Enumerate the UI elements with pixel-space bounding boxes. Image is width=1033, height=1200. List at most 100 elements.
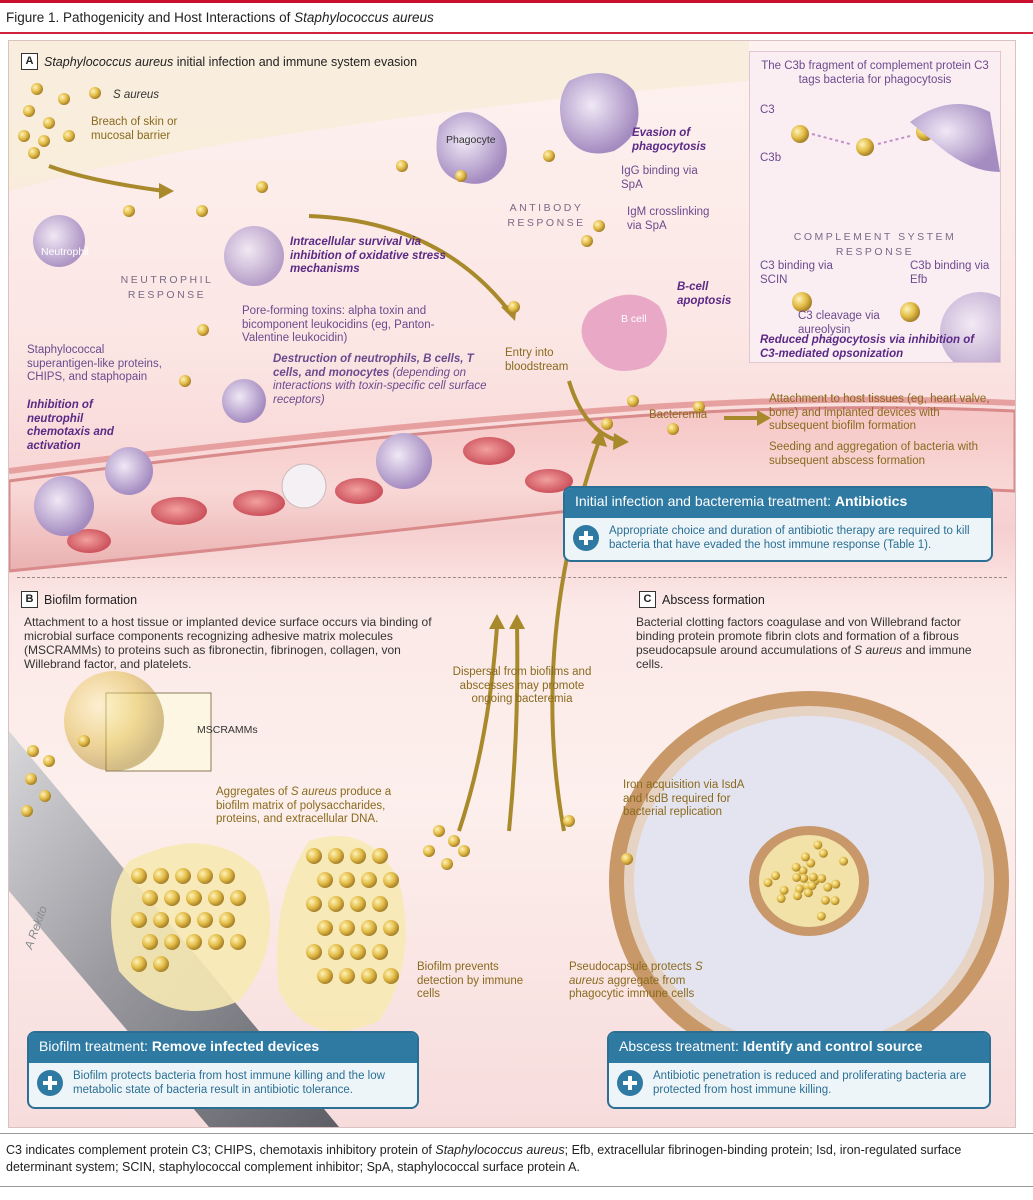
bacterium (771, 871, 781, 881)
bacterium (779, 885, 789, 895)
bacterium (25, 773, 37, 785)
mscramms-label: MSCRAMMs (197, 724, 258, 736)
bacterium (543, 150, 555, 162)
bacterium (693, 401, 705, 413)
bacterium (441, 858, 453, 870)
bacterium (806, 858, 816, 868)
bacterium (350, 944, 366, 960)
bacterium (372, 944, 388, 960)
bacteremia-label: Bacteremia (649, 409, 708, 421)
intracellular-survival-label: Intracellular survival via inhibition of… (290, 236, 446, 275)
evasion-label: Evasion of phagocytosis (632, 127, 707, 153)
plus-icon (573, 525, 599, 551)
bacterium (798, 866, 808, 876)
bacterium (818, 848, 828, 858)
bacterium (813, 840, 823, 850)
bacterium (328, 848, 344, 864)
bacterium (175, 868, 191, 884)
efb-label: C3b binding via Efb (910, 260, 990, 286)
s-aureus-legend: S aureus (113, 89, 160, 101)
bacterium (823, 882, 833, 892)
figure-panel: A Staphylococcus aureus initial infectio… (8, 40, 1016, 1128)
bacterium (78, 735, 90, 747)
bacterium (627, 395, 639, 407)
bacterium (339, 872, 355, 888)
antibiotics-treatment-box: Initial infection and bacteremia treatme… (563, 486, 993, 562)
bacterium (601, 418, 613, 430)
bacterium (317, 968, 333, 984)
bacterium (175, 912, 191, 928)
bacterium (131, 912, 147, 928)
bacterium (339, 968, 355, 984)
bacterium (361, 968, 377, 984)
bacterium (830, 896, 840, 906)
biofilm-treatment-box: Biofilm treatment: Remove infected devic… (27, 1031, 419, 1109)
bacterium (563, 815, 575, 827)
bacterium (776, 894, 786, 904)
bacterium (230, 934, 246, 950)
antibiotics-treatment-title: Initial infection and bacteremia treatme… (565, 488, 991, 518)
bacterium (63, 130, 75, 142)
bacterium (383, 872, 399, 888)
bacterium (816, 911, 826, 921)
section-c-label: C Abscess formation (639, 591, 765, 608)
bacterium (800, 852, 810, 862)
reduced-phagocytosis-label: Reduced phagocytosis via inhibition of C… (760, 334, 975, 360)
bacterium (256, 181, 268, 193)
bacterium (317, 920, 333, 936)
bacterium (807, 881, 817, 891)
bacterium (383, 920, 399, 936)
biofilm-treatment-title: Biofilm treatment: Remove infected devic… (29, 1033, 417, 1063)
bacterium (350, 848, 366, 864)
bacterium (350, 896, 366, 912)
bacterium (317, 872, 333, 888)
antibiotics-treatment-text: Appropriate choice and duration of antib… (609, 525, 970, 551)
bacterium (455, 170, 467, 182)
destruction-label: Destruction of neutrophils, B cells, T c… (273, 353, 487, 406)
bacterium (433, 825, 445, 837)
bacterium (31, 83, 43, 95)
abscess-description: Bacterial clotting factors coagulase and… (636, 615, 972, 671)
bacterium (794, 884, 804, 894)
bacterium (164, 890, 180, 906)
abscess-treatment-text: Antibiotic penetration is reduced and pr… (653, 1070, 967, 1096)
bacterium (230, 890, 246, 906)
plus-icon (617, 1070, 643, 1096)
bacterium (328, 896, 344, 912)
bacterium (186, 934, 202, 950)
c3b-label: C3b (760, 152, 782, 164)
section-a-label: A Staphylococcus aureus initial infectio… (21, 53, 417, 70)
bacterium (803, 888, 813, 898)
bacterium (361, 872, 377, 888)
figure-title: Figure 1. Pathogenicity and Host Interac… (6, 10, 434, 25)
bacterium (142, 934, 158, 950)
bacterium (372, 848, 388, 864)
iron-acquisition-label: Iron acquisition via IsdA and IsdB requi… (623, 779, 744, 818)
bacterium (123, 205, 135, 217)
footnote: C3 indicates complement protein C3; CHIP… (6, 1143, 962, 1174)
bacterium (792, 872, 802, 882)
bacterium (39, 790, 51, 802)
bacterium (423, 845, 435, 857)
pore-forming-toxins-label: Pore-forming toxins: alpha toxin and bic… (242, 305, 435, 344)
bcell-apoptosis-label: B-cell apoptosis (677, 281, 732, 307)
footnote-rule (0, 1133, 1033, 1134)
bacterium (43, 755, 55, 767)
neutrophil-label: Neutrophil (41, 246, 89, 258)
bacterium (361, 920, 377, 936)
bacterium (197, 912, 213, 928)
bacterium (667, 423, 679, 435)
bacterium (328, 944, 344, 960)
bacterium (621, 853, 633, 865)
bacterium (448, 835, 460, 847)
dispersal-label: Dispersal from biofilms and abscesses ma… (452, 666, 592, 705)
bacterium (164, 934, 180, 950)
abscess-treatment-title: Abscess treatment: Identify and control … (609, 1033, 989, 1063)
bacterium (820, 895, 830, 905)
igg-label: IgG binding via SpA (621, 165, 698, 191)
bacterium (831, 879, 841, 889)
bacterium (208, 934, 224, 950)
biofilm-treatment-text: Biofilm protects bacteria from host immu… (73, 1070, 385, 1096)
bacterium (306, 896, 322, 912)
bacterium (339, 920, 355, 936)
